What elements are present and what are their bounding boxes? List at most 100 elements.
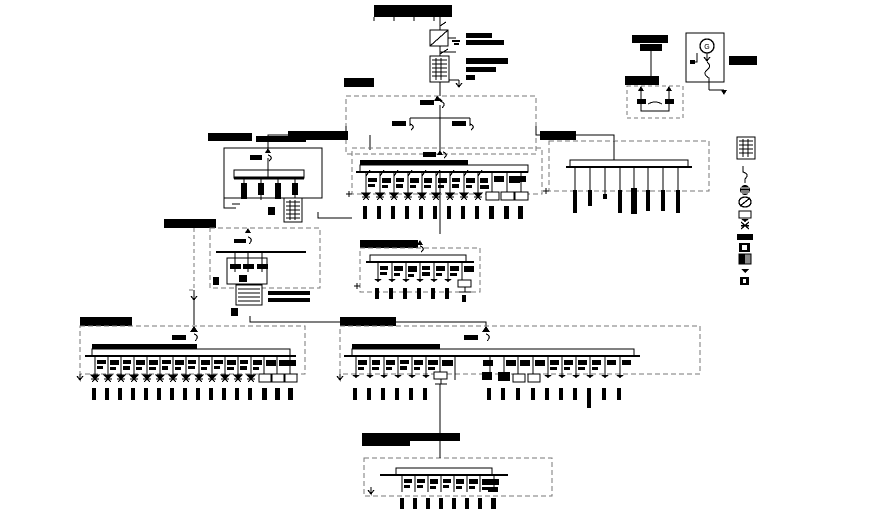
panel-mid-left-breaker-tag [234, 239, 246, 243]
transformer-note-2 [466, 67, 496, 72]
panel-left-upper-feeders [241, 178, 298, 200]
gen-device-a[interactable] [637, 99, 646, 104]
panel-mcc-ground-icon [346, 191, 352, 197]
panel-right-upper-ground-icon [543, 188, 549, 194]
main-breaker-icon[interactable] [439, 100, 445, 109]
panel-mid-left-control-box[interactable] [235, 284, 263, 306]
legend-arrow-icon [741, 269, 749, 273]
panel-bottom-sub-sublabel [362, 441, 410, 446]
gen-feed-arrow-a [638, 86, 644, 91]
tie-left-breaker-icon[interactable] [409, 123, 414, 131]
panel-bottom-center-breaker-icon[interactable] [485, 333, 490, 342]
main-bus-enclosure [345, 95, 537, 155]
legend-star-load-icon [740, 219, 750, 230]
gen-device-b[interactable] [665, 99, 674, 104]
tie-right-breaker-icon[interactable] [469, 123, 474, 131]
main-incomer-arrow [434, 96, 443, 101]
legend-meter-face [742, 245, 747, 250]
panel-bottom-sub-cubicles [395, 467, 493, 476]
gen-cable [704, 61, 710, 90]
panel-mid-center-ground-icon [354, 283, 360, 289]
panel-bottom-sub-feeders [400, 475, 499, 509]
panel-left-upper-return [223, 148, 236, 209]
panel-left-upper-label [208, 133, 252, 141]
gen-arrow-down-icon [703, 56, 711, 62]
legend-panel [736, 136, 756, 285]
panel-bottom-left-breaker-icon[interactable] [193, 333, 198, 342]
panel-bottom-sub-ground-arrow [367, 487, 375, 496]
transformer-note-3 [466, 75, 475, 80]
panel-bottom-left-bus-tag [92, 344, 197, 349]
panel-left-upper [208, 133, 323, 223]
generator-group: G [625, 32, 757, 119]
legend-bar-device-icon [737, 234, 753, 240]
gen-loop [640, 104, 670, 112]
panel-mid-left-label [164, 219, 216, 228]
panel-mid-left-device-b[interactable] [239, 275, 247, 282]
control-box-lines [238, 288, 260, 302]
gen-feed-arrow-b [666, 86, 672, 91]
panel-mcc-bus-tag [360, 160, 468, 165]
panel-bottom-left-label [80, 317, 132, 326]
ground-arrow-icon [455, 80, 463, 88]
panel-mid-center-breaker-icon[interactable] [419, 245, 424, 253]
panel-bottom-left-incomer-arrow [190, 326, 198, 332]
panel-mid-center-incomer-arrow [417, 240, 423, 245]
panel-right-upper-feeders [573, 167, 680, 214]
panel-bottom-center-bus-tag [352, 344, 440, 349]
panel-mid-left-terminal [231, 308, 238, 316]
legend-panel-half [739, 254, 745, 264]
panel-left-upper-device[interactable] [268, 207, 275, 215]
legend-generator-slash [739, 197, 751, 207]
generator-enclosure [626, 85, 684, 119]
panel-bottom-center-breaker-tag [464, 335, 478, 340]
gen-terminal-left [690, 60, 695, 64]
panel-bottom-left-ground-arrow [76, 374, 84, 382]
panel-bottom-left-enclosure [79, 325, 306, 375]
panel-bottom-center-label [340, 317, 396, 326]
panel-mcc-breaker-icon[interactable] [442, 151, 447, 159]
panel-mid-center-feeders [374, 262, 474, 302]
panel-mcc-breaker-tag [423, 152, 436, 157]
utility-bus-label [374, 8, 452, 17]
legend-motor-lines [741, 187, 749, 194]
meter-note-2 [466, 40, 504, 45]
gen-out-arrow [721, 90, 727, 95]
panel-left-upper-breaker-tag [250, 155, 262, 160]
panel-bottom-sub-enclosure [363, 457, 553, 497]
generator-panel-sub [640, 44, 662, 51]
panel-mcc-cubicles [359, 164, 529, 173]
panel-bottom-center-ground-arrow [336, 374, 344, 382]
generator-symbol-text: G [704, 44, 709, 51]
relay-lines [286, 200, 300, 220]
transformer-windings [432, 58, 447, 80]
panel-right-upper-cubicles [569, 159, 689, 168]
panel-bottom-center-incomer-arrow [482, 326, 490, 332]
panel-mid-left-route-out [189, 228, 195, 291]
panel-mcc-feeder-group [360, 169, 529, 219]
meter-note-1 [466, 33, 492, 38]
legend-switch-icon [742, 166, 748, 183]
legend-terminal-face [743, 279, 746, 283]
gen-arc [647, 101, 663, 105]
panel-left-upper-incomer-arrow [265, 148, 271, 153]
panel-mid-left-device-a[interactable] [213, 277, 219, 285]
isolator-blade-icon[interactable] [439, 21, 447, 27]
tie-right-tag [452, 121, 466, 126]
panel-mid-left-note-a [268, 291, 310, 295]
panel-bottom-left-cubicles [91, 348, 291, 357]
panel-mcc-incomer-arrow [437, 150, 443, 155]
panel-mid-left-note-b [268, 298, 310, 302]
panel-bottom-left-breaker-tag [172, 335, 186, 340]
legend-transformer-coils [739, 139, 753, 157]
panel-mid-left-breaker-icon[interactable] [247, 236, 252, 245]
legend-motor-icon [740, 185, 750, 195]
panel-bottom-center [336, 317, 701, 437]
main-breaker-tag [420, 100, 434, 105]
panel-left-upper-breaker-icon[interactable] [267, 154, 272, 162]
panel-bottom-center-cubicles [351, 348, 635, 357]
utility-bus-bar [374, 5, 452, 8]
panel-right-upper-label [540, 131, 576, 140]
